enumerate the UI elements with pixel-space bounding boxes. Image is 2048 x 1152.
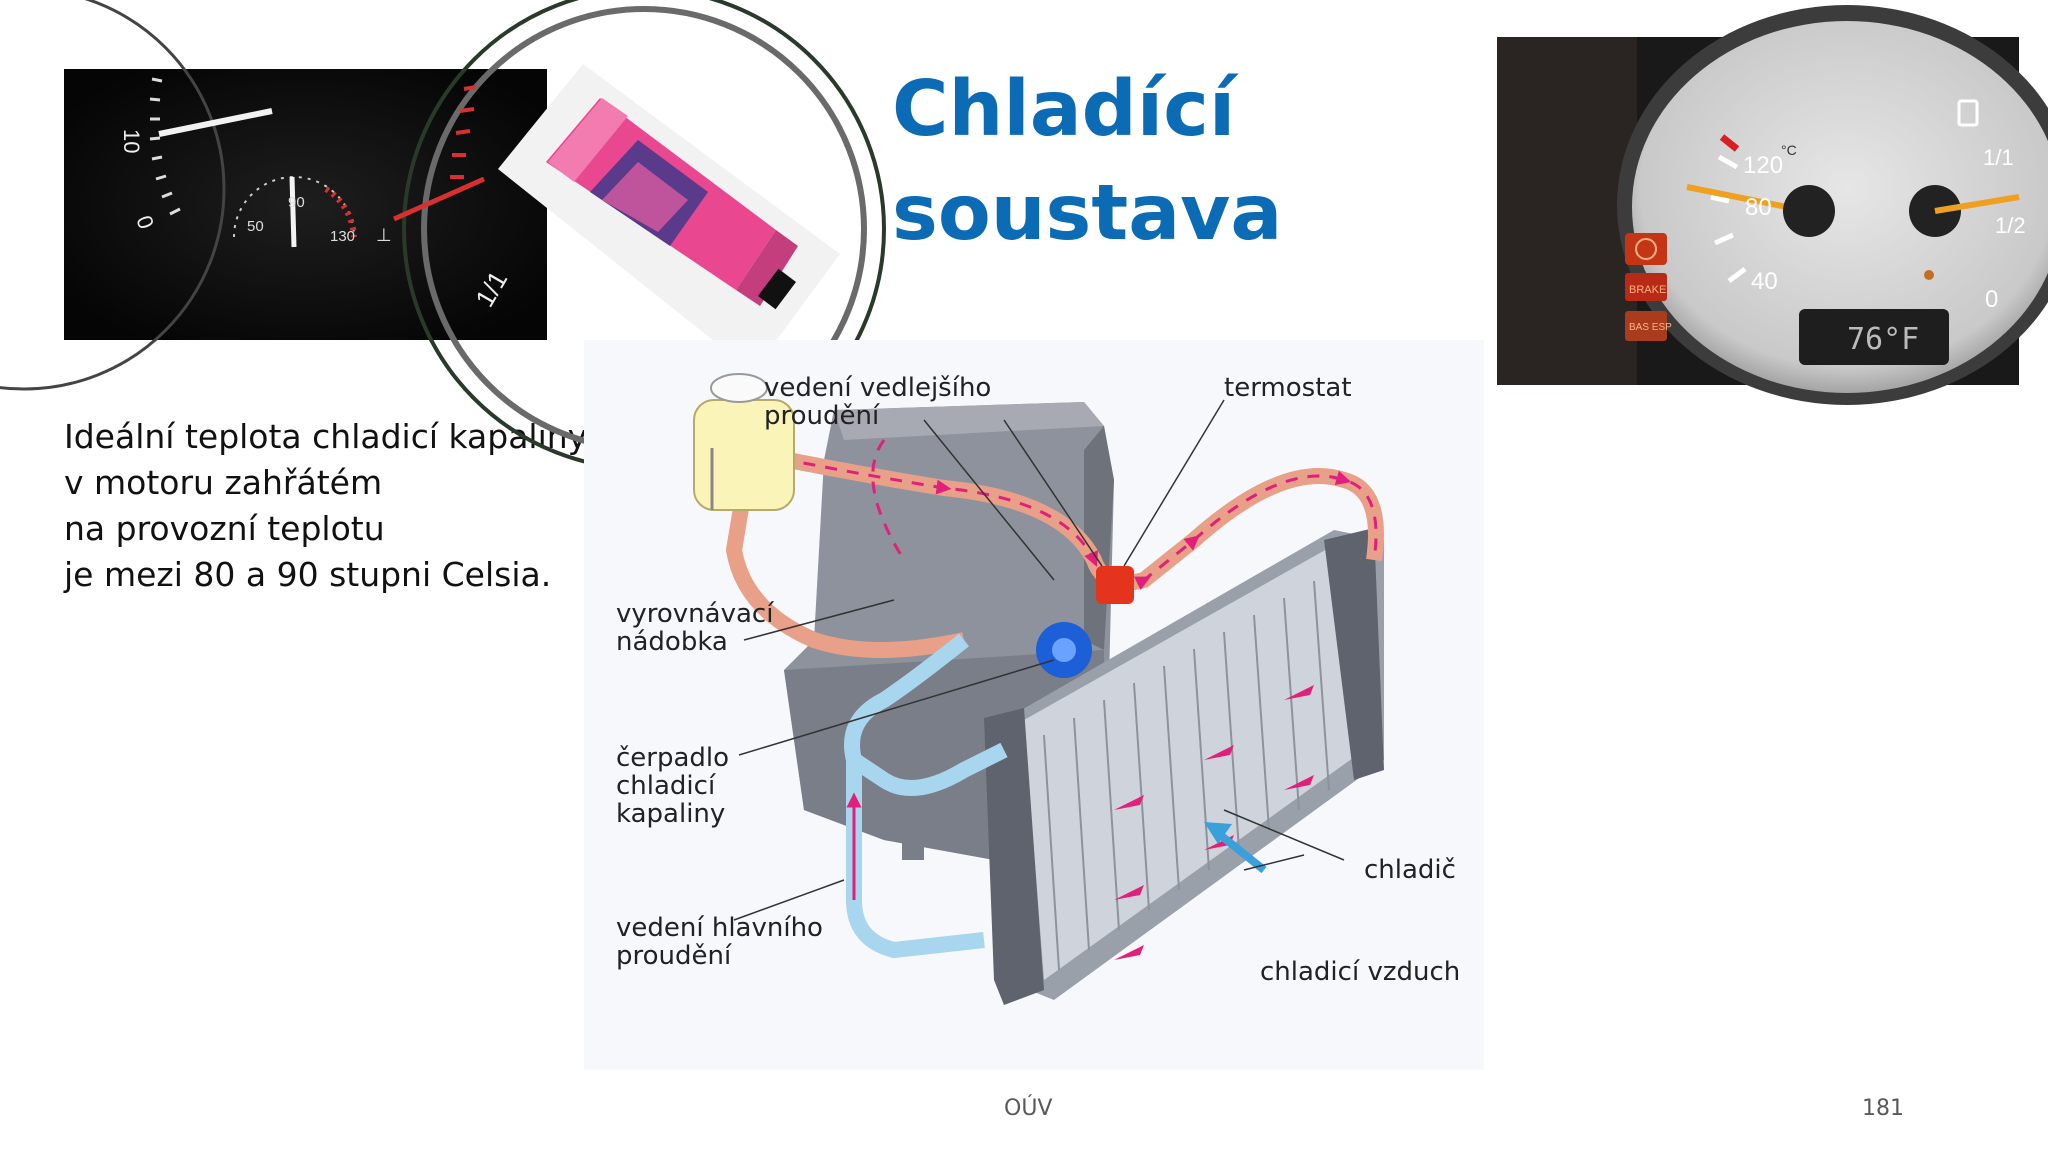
cooling-system-diagram: vedení vedlejšího proudění termostat vyr… [584, 340, 1484, 1070]
gauge-left-label-130: 130 [330, 228, 355, 245]
gauge-left-label-50: 50 [247, 218, 264, 235]
main-hose-upper [844, 633, 1008, 796]
temp-label-80: 80 [1745, 194, 1772, 221]
label-main-line1: vedení hlavního [616, 913, 823, 943]
fuel-label-half: 1/2 [1995, 213, 2026, 238]
label-radiator: chladič [1364, 855, 1456, 885]
bas-esp-lamp-label: BAS ESP [1629, 322, 1672, 333]
temp-label-120: 120 [1743, 152, 1783, 179]
dashboard-gauge-photo-left: 10 0 50 90 130 ⊥ 1/1 [0, 0, 886, 471]
label-pump-line1: čerpadlo [616, 743, 729, 773]
radiator [984, 528, 1384, 1005]
gauge-left-label-10: 10 [119, 129, 144, 153]
title-line-1: Chladící [892, 65, 1236, 154]
label-cooling-air: chladicí vzduch [1260, 957, 1460, 987]
fuel-label-empty: 0 [1985, 286, 1998, 313]
label-bypass-line2: proudění [764, 401, 880, 431]
temp-label-unit: °C [1781, 142, 1797, 158]
body-line-1: Ideální teplota chladicí kapaliny [64, 417, 588, 456]
page-number: 181 [1862, 1096, 1904, 1121]
dashboard-gauge-photo-right: BRAKE BAS ESP 120 80 40 °C 1/1 1/2 0 76°… [1497, 5, 2048, 405]
temp-needle [1686, 184, 1788, 210]
outside-temp-display: 76°F [1847, 322, 1919, 357]
needle-left [158, 108, 273, 137]
fuel-label-full: 1/1 [1983, 145, 2014, 170]
temp-label-40: 40 [1751, 268, 1778, 295]
label-pump-line3: kapaliny [616, 799, 725, 829]
label-tank-line1: vyrovnávací [616, 599, 774, 629]
fuel-pump-icon [1957, 99, 1979, 127]
coolant-bottle-photo [498, 64, 840, 372]
main-hose-lower [846, 760, 985, 959]
body-text: Ideální teplota chladicí kapaliny v moto… [64, 414, 588, 598]
label-bypass-line1: vedení vedlejšího [764, 373, 991, 403]
label-tank-line2: nádobka [616, 627, 728, 657]
tank-hose [725, 458, 966, 658]
body-line-4: je mezi 80 a 90 stupni Celsia. [64, 555, 552, 594]
label-thermostat: termostat [1224, 373, 1352, 403]
brake-lamp-label: BRAKE [1629, 284, 1666, 296]
slide-title: Chladící soustava [892, 58, 1392, 266]
label-main-line2: proudění [616, 941, 732, 971]
coolant-symbol-icon: ⊥ [376, 225, 392, 246]
thermostat [1096, 566, 1134, 604]
expansion-tank [693, 373, 795, 511]
title-line-2: soustava [892, 169, 1283, 258]
body-line-3: na provozní teplotu [64, 509, 385, 548]
body-line-2: v motoru zahřátém [64, 463, 383, 502]
gauge-left-label-90: 90 [288, 194, 305, 211]
fuel-needle [1934, 194, 2020, 214]
footer-center: OÚV [1004, 1096, 1053, 1121]
label-pump-line2: chladicí [616, 771, 716, 801]
